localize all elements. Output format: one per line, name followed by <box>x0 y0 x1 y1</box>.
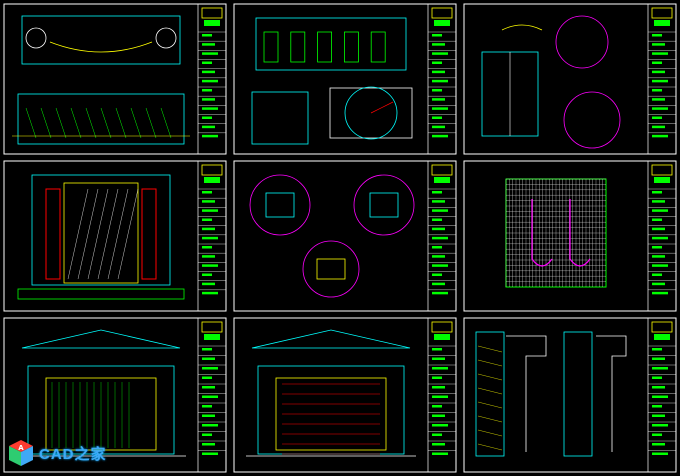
sheet-top-right-section-details[interactable] <box>463 3 677 155</box>
cube-logo-icon: A <box>9 440 33 466</box>
cad-home-logo: A CAD之家 <box>6 436 107 470</box>
sheet-middle-center-circle-details[interactable] <box>233 160 457 312</box>
sheet-top-left-elevation[interactable] <box>3 3 227 155</box>
sheet-bottom-center-facade-elevation[interactable] <box>233 317 457 473</box>
sheet-middle-left-door-elevation[interactable] <box>3 160 227 312</box>
sheet-middle-right-grid-pattern[interactable] <box>463 160 677 312</box>
sheet-bottom-right-wall-section[interactable] <box>463 317 677 473</box>
svg-text:A: A <box>18 444 24 452</box>
sheet-top-center-plan-detail[interactable] <box>233 3 457 155</box>
logo-text: CAD之家 <box>39 445 107 463</box>
sheet-bottom-left-facade-elevation[interactable] <box>3 317 227 473</box>
